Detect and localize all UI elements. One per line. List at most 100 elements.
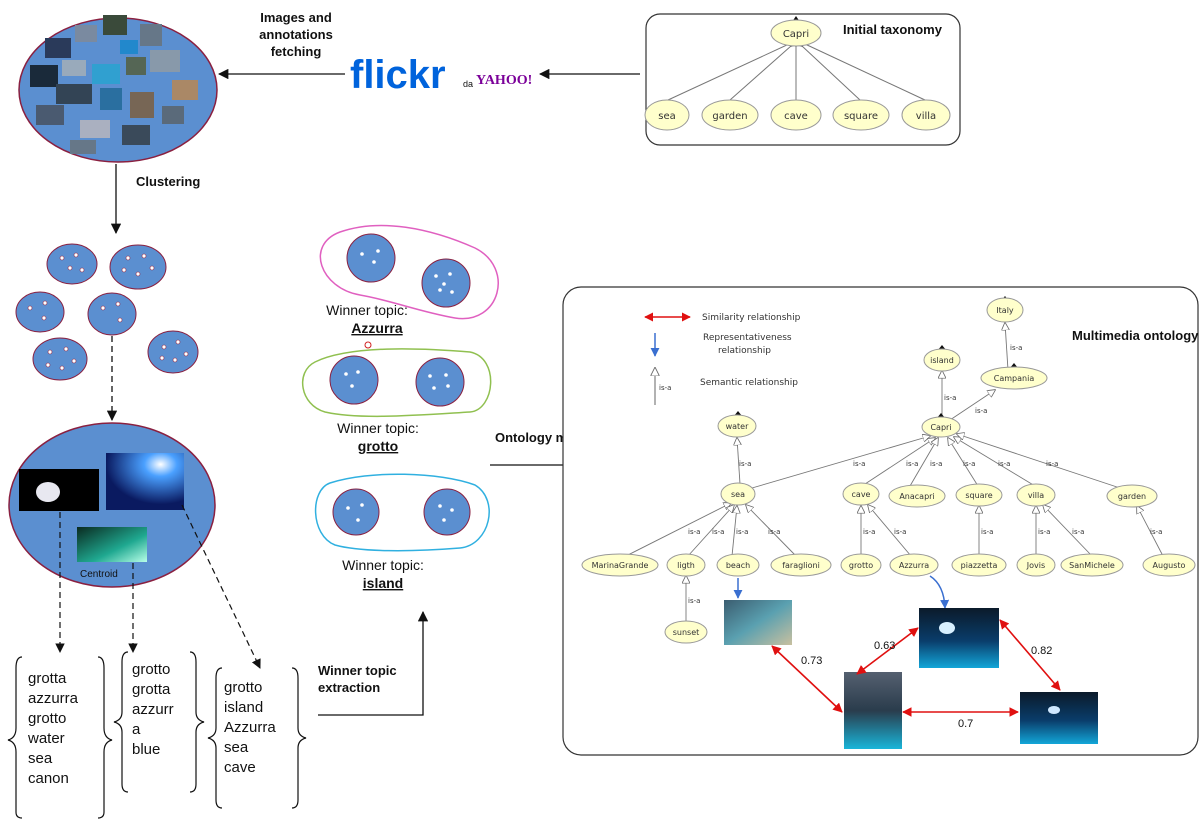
flickr-wordmark: flickr bbox=[350, 53, 446, 97]
fetch-label-line1: Images and bbox=[260, 10, 332, 25]
isa-label: is-a bbox=[736, 528, 748, 536]
isa-edges bbox=[621, 323, 1164, 622]
node-island: island bbox=[930, 356, 954, 365]
node-piazzetta: piazzetta bbox=[961, 561, 998, 570]
taxonomy-child-garden: garden bbox=[712, 111, 747, 122]
winner-topic-island: Winner topic: island bbox=[314, 473, 490, 591]
tags-arrow-3 bbox=[181, 504, 261, 669]
tag-3-4: sea bbox=[224, 739, 249, 756]
cluster bbox=[109, 244, 167, 290]
cluster bbox=[32, 337, 88, 381]
isa-label: is-a bbox=[768, 528, 780, 536]
isa-label: is-a bbox=[863, 528, 875, 536]
isa-label: is-a bbox=[712, 528, 724, 536]
similarity-value: 0.7 bbox=[958, 718, 973, 730]
tag-2-3: azzurr bbox=[132, 701, 174, 718]
legend-representativeness-1: Representativeness bbox=[703, 333, 792, 343]
similarity-value: 0.82 bbox=[1031, 645, 1052, 657]
tag-list-3: grotto island Azzurra sea cave bbox=[207, 667, 307, 809]
grotto-image bbox=[844, 672, 902, 749]
ontology-nodes: Italy island Campania Capri water sea ca… bbox=[581, 297, 1196, 644]
node-garden: garden bbox=[1118, 492, 1146, 501]
centroid-label: Centroid bbox=[80, 569, 118, 580]
cluster bbox=[87, 292, 137, 336]
island-cave-image bbox=[1020, 692, 1098, 744]
node-faraglioni: faraglioni bbox=[782, 561, 820, 570]
node-sea: sea bbox=[731, 490, 745, 499]
thumbnail-grid bbox=[30, 15, 198, 154]
flickr-da: da bbox=[463, 79, 473, 89]
tag-2-4: a bbox=[132, 721, 141, 738]
tag-2-2: grotta bbox=[132, 681, 171, 698]
initial-taxonomy-title: Initial taxonomy bbox=[843, 22, 943, 37]
isa-label: is-a bbox=[1010, 344, 1022, 352]
node-ligth: ligth bbox=[677, 561, 695, 570]
isa-label: is-a bbox=[1038, 528, 1050, 536]
winner-topic-name: grotto bbox=[358, 438, 398, 454]
tag-3-5: cave bbox=[224, 759, 256, 776]
similarity-arrow bbox=[856, 627, 919, 675]
winner-extraction-line1: Winner topic bbox=[318, 663, 397, 678]
tag-1-4: water bbox=[27, 730, 65, 747]
centroid-image bbox=[77, 527, 147, 562]
isa-label: is-a bbox=[930, 460, 942, 468]
winner-topic-grotto: Winner topic: grotto bbox=[301, 348, 492, 454]
isa-label: is-a bbox=[1046, 460, 1058, 468]
taxonomy-root: Capri bbox=[783, 29, 809, 40]
taxonomy-child-villa: villa bbox=[916, 111, 936, 122]
node-jovis: Jovis bbox=[1026, 561, 1045, 570]
node-anacapri: Anacapri bbox=[899, 492, 934, 501]
cluster-set bbox=[15, 243, 199, 381]
winner-topic-azzurra: Winner topic: Azzurra bbox=[319, 224, 499, 349]
taxonomy-child-cave: cave bbox=[784, 111, 808, 122]
isa-label: is-a bbox=[963, 460, 975, 468]
winner-topic-name: island bbox=[363, 575, 403, 591]
node-sanmichele: SanMichele bbox=[1069, 561, 1115, 570]
legend-isa: is-a bbox=[659, 384, 671, 392]
similarity-value: 0.73 bbox=[801, 655, 822, 667]
multimedia-ontology-panel: Multimedia ontology Similarity relations… bbox=[562, 286, 1199, 756]
tag-2-1: grotto bbox=[132, 661, 170, 678]
representativeness-arrow bbox=[929, 575, 950, 609]
winner-topic-name: Azzurra bbox=[351, 320, 403, 336]
isa-label: is-a bbox=[906, 460, 918, 468]
legend-similarity: Similarity relationship bbox=[702, 313, 801, 323]
isa-label: is-a bbox=[981, 528, 993, 536]
tag-1-3: grotto bbox=[28, 710, 66, 727]
node-campania: Campania bbox=[994, 374, 1035, 383]
node-azzurra: Azzurra bbox=[899, 561, 929, 570]
isa-label: is-a bbox=[944, 394, 956, 402]
tag-1-6: canon bbox=[28, 770, 69, 787]
clustering-label: Clustering bbox=[136, 174, 200, 189]
isa-label: is-a bbox=[739, 460, 751, 468]
zoomed-cluster: Centroid bbox=[8, 422, 216, 588]
node-water: water bbox=[726, 422, 750, 431]
node-augusto: Augusto bbox=[1153, 561, 1186, 570]
node-grotto: grotto bbox=[849, 561, 873, 570]
winner-extraction-line2: extraction bbox=[318, 680, 380, 695]
node-sunset: sunset bbox=[673, 628, 700, 637]
node-beach: beach bbox=[726, 561, 750, 570]
legend-representativeness-2: relationship bbox=[718, 346, 771, 356]
winner-extraction-arrow bbox=[318, 610, 429, 716]
taxonomy-child-square: square bbox=[844, 111, 878, 122]
similarity-arrow bbox=[771, 645, 843, 713]
tag-3-2: island bbox=[224, 699, 263, 716]
tag-3-3: Azzurra bbox=[224, 719, 276, 736]
isa-labels: is-a is-a is-a is-a is-a is-a is-a is-a … bbox=[688, 344, 1162, 605]
node-capri: Capri bbox=[930, 423, 951, 432]
azzurra-image bbox=[919, 608, 999, 668]
isa-label: is-a bbox=[975, 407, 987, 415]
tag-list-1: grotta azzurra grotto water sea canon bbox=[7, 656, 113, 819]
tag-3-1: grotto bbox=[224, 679, 262, 696]
similarity-arrow bbox=[999, 619, 1061, 691]
isa-label: is-a bbox=[894, 528, 906, 536]
tag-list-2: grotto grotta azzurr a blue bbox=[113, 651, 205, 793]
node-villa: villa bbox=[1028, 491, 1044, 500]
tag-1-1: grotta bbox=[28, 670, 67, 687]
isa-label: is-a bbox=[688, 528, 700, 536]
similarity-value: 0.63 bbox=[874, 640, 895, 652]
tag-1-2: azzurra bbox=[28, 690, 79, 707]
isa-label: is-a bbox=[1072, 528, 1084, 536]
